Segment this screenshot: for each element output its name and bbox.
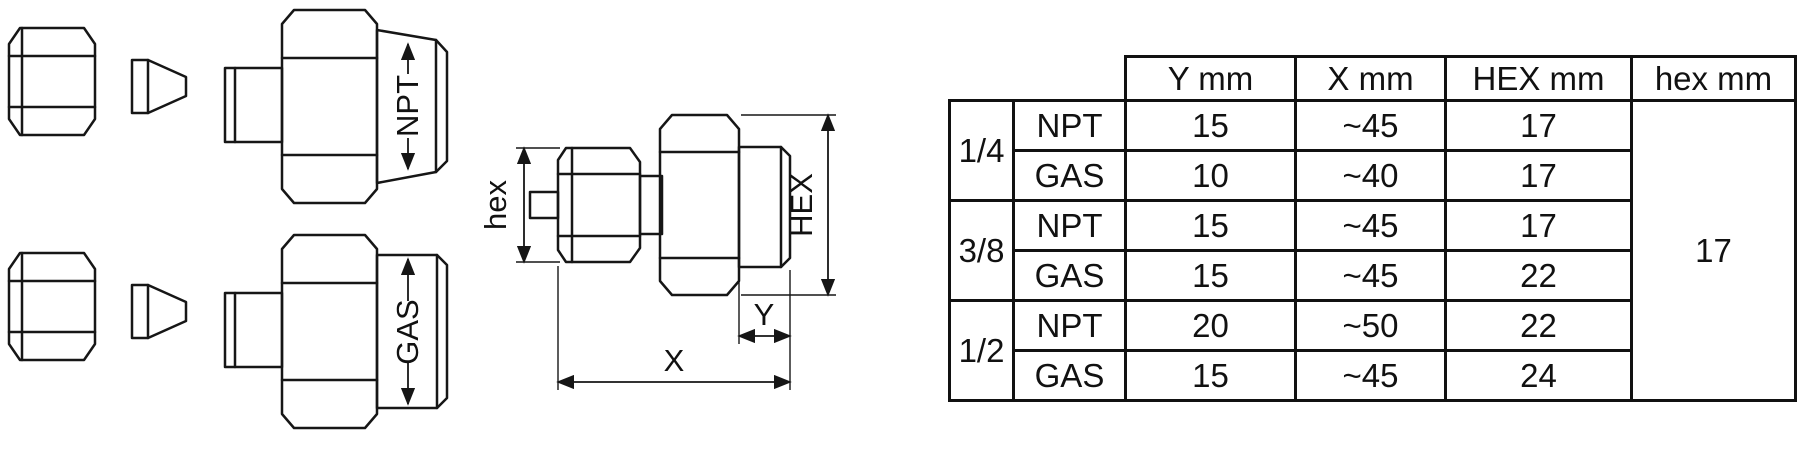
table-header-row: Y mm X mm HEX mm hex mm: [950, 55, 1797, 102]
x-value-cell: ~45: [1294, 199, 1447, 252]
y-value-cell: 15: [1124, 99, 1297, 152]
x-dim-label: X: [664, 343, 685, 378]
fitting-body-npt-drawing: [223, 8, 449, 205]
thread-cell: GAS: [1012, 149, 1127, 202]
hex-dim-extension-lines: [516, 147, 560, 263]
thread-cell: GAS: [1012, 349, 1127, 402]
hex-body-value-cell: 22: [1444, 299, 1633, 352]
col-header-x: X mm: [1294, 55, 1447, 102]
thread-cell: NPT: [1012, 99, 1127, 152]
gas-thread-label: GAS: [390, 299, 425, 364]
fitting-technical-drawings: NPT GAS: [7, 8, 836, 430]
hex-body-value-cell: 22: [1444, 249, 1633, 302]
hex-body-value-cell: 17: [1444, 149, 1633, 202]
col-header-hex-nut: hex mm: [1630, 55, 1797, 102]
y-value-cell: 15: [1124, 249, 1297, 302]
col-header-y: Y mm: [1124, 55, 1297, 102]
y-value-cell: 10: [1124, 149, 1297, 202]
fitting-body-gas-drawing: [223, 233, 449, 430]
thread-cell: NPT: [1012, 199, 1127, 252]
dimension-table: Y mm X mm HEX mm hex mm 1/4 NPT 15 ~45 1…: [948, 55, 1797, 402]
size-cell: 1/4: [948, 99, 1015, 202]
thread-cell: GAS: [1012, 249, 1127, 302]
y-value-cell: 15: [1124, 199, 1297, 252]
table-row: 3/8 NPT 15 ~45 17: [948, 199, 1796, 302]
y-value-cell: 20: [1124, 299, 1297, 352]
nut-top-drawing: [7, 26, 97, 137]
hex-dim-label: hex: [478, 180, 513, 230]
y-value-cell: 15: [1124, 349, 1297, 402]
ferrule-bottom-drawing: [130, 283, 188, 340]
npt-thread-label: NPT: [390, 75, 425, 137]
table-row: GAS 10 ~40 17: [950, 149, 1796, 202]
size-cell: 1/2: [948, 299, 1015, 402]
hex-body-dim-label: HEX: [784, 173, 819, 237]
hex-body-value-cell: 24: [1444, 349, 1633, 402]
table-row: GAS 15 ~45 24: [950, 349, 1796, 402]
hex-body-dim-extension-lines: [741, 114, 836, 296]
thread-cell: NPT: [1012, 299, 1127, 352]
hex-nut-value-cell: 17: [1630, 99, 1797, 402]
hex-body-value-cell: 17: [1444, 99, 1633, 152]
size-cell: 3/8: [948, 199, 1015, 302]
table-row: 1/2 NPT 20 ~50 22: [948, 299, 1796, 402]
assembled-fitting-drawing: [528, 113, 792, 297]
x-value-cell: ~45: [1294, 349, 1447, 402]
table-row: 1/4 NPT 15 ~45 17 17: [948, 99, 1797, 402]
x-value-cell: ~45: [1294, 249, 1447, 302]
col-header-hex-body: HEX mm: [1444, 55, 1633, 102]
table-blank-corner: [950, 57, 1126, 101]
x-value-cell: ~50: [1294, 299, 1447, 352]
table-row: GAS 15 ~45 22: [950, 249, 1796, 302]
y-dim-label: Y: [754, 297, 775, 332]
x-value-cell: ~40: [1294, 149, 1447, 202]
x-value-cell: ~45: [1294, 99, 1447, 152]
hex-body-value-cell: 17: [1444, 199, 1633, 252]
ferrule-top-drawing: [130, 58, 188, 115]
nut-bottom-drawing: [7, 251, 97, 362]
